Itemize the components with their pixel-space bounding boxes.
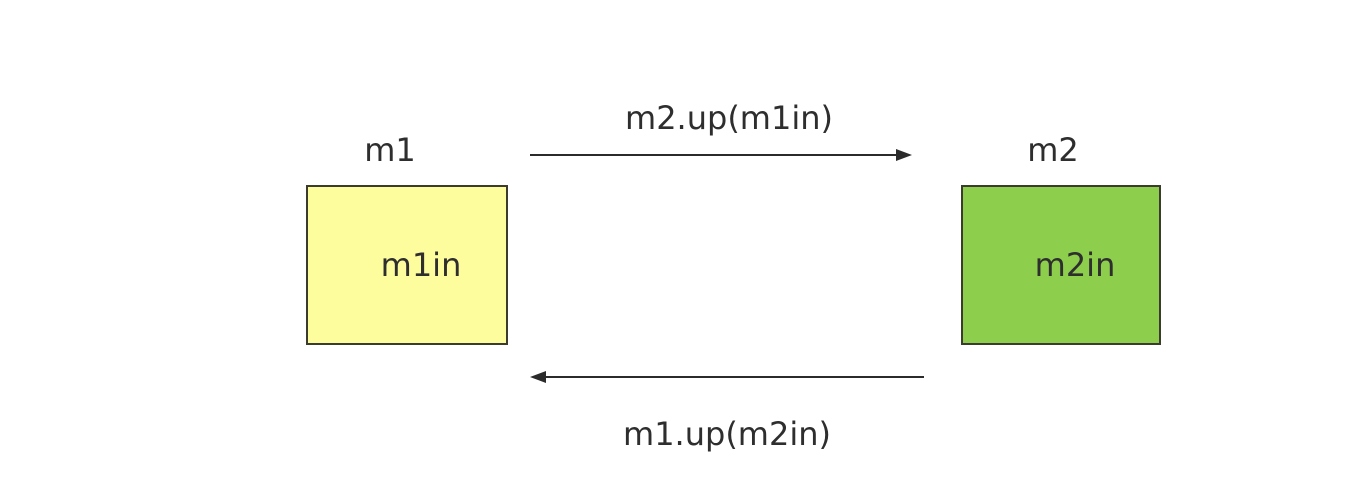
node-m2-content: m2in xyxy=(1034,246,1116,284)
node-m1-content: m1in xyxy=(380,246,462,284)
edge-m2-to-m1-label: m1.up(m2in) xyxy=(623,415,831,453)
node-m2-title: m2 xyxy=(1027,131,1079,169)
edge-m1-to-m2-label: m2.up(m1in) xyxy=(625,99,833,137)
arrowhead-left-icon xyxy=(530,371,546,383)
node-m1-title: m1 xyxy=(364,131,416,169)
edge-m1-to-m2-line xyxy=(530,154,898,156)
node-m1: m1in xyxy=(306,185,508,345)
edge-m2-to-m1-line xyxy=(546,376,924,378)
node-m2: m2in xyxy=(961,185,1161,345)
arrowhead-right-icon xyxy=(896,149,912,161)
